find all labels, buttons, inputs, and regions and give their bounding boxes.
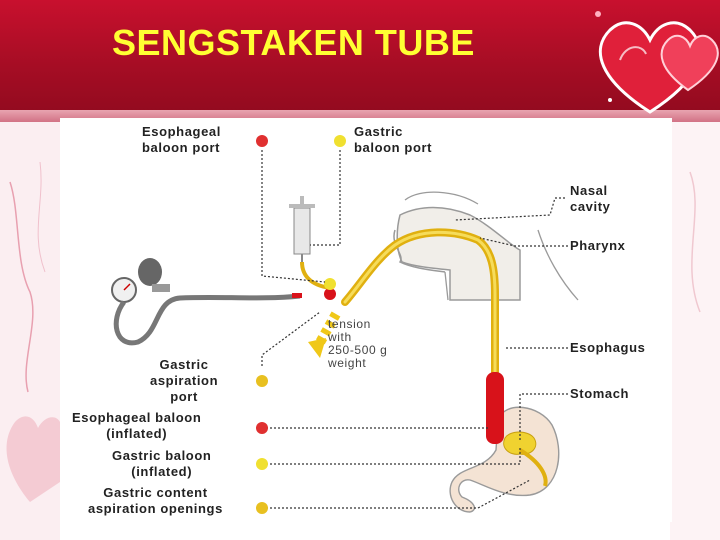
gastric-port-dot [334,135,346,147]
chin-line [444,271,449,301]
gastric-balloon-inflated-label: Gastric baloon (inflated) [112,448,212,479]
gastric-balloon [503,431,537,455]
manometer-icon [111,277,137,303]
gastric-balloon-dot [256,458,268,470]
nasal-cavity-label: Nasal cavity [570,183,611,214]
slide-title: SENGSTAKEN TUBE [112,22,475,63]
syringe-icon [289,196,315,262]
main-tube-highlight [343,230,497,432]
gastric-port-cap [324,278,336,290]
gastric-aspiration-port-label: Gastric aspiration port [150,357,219,404]
gastric-aspiration-dot [256,375,268,387]
diagram-panel [60,118,672,522]
esophageal-port-cap [324,288,336,300]
gastric-content-openings-label: Gastric content aspiration openings [88,485,223,516]
neck-line [537,229,579,301]
esophagus-label: Esophagus [570,340,646,355]
stomach-label: Stomach [570,386,630,401]
tension-label: tension with 250-500 g weight [328,317,388,370]
esophageal-balloon [486,372,504,444]
slide-header [0,0,720,122]
inflation-bulb-icon [138,258,170,292]
stomach-shape [449,406,560,513]
tube-tip [518,448,548,487]
right-decoration-icon [670,122,720,540]
aspiration-openings-dot [256,502,268,514]
red-connector [292,293,302,298]
esophageal-balloon-inflated-label: Esophageal baloon (inflated) [72,410,202,441]
esophageal-port-label: Esophageal baloon port [142,124,221,155]
tension-arrow-icon [308,311,341,358]
hearts-decoration-icon [595,11,719,114]
pharynx-label: Pharynx [570,238,626,253]
esophageal-balloon-dot [256,422,268,434]
esophageal-port-dot [256,135,268,147]
gastric-port-label: Gastric baloon port [354,124,433,155]
pressure-tubing [113,293,301,346]
left-heart-decoration-icon [0,122,60,540]
head-outline [396,206,521,301]
leader-lines [261,150,568,509]
skull-line [404,191,479,205]
